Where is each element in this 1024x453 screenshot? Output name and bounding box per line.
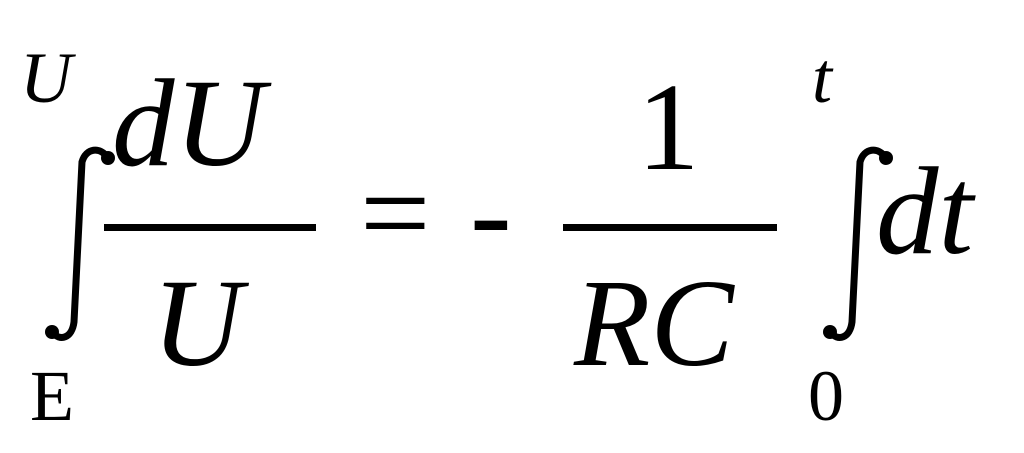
- lhs-denominator: U: [152, 255, 243, 393]
- rhs-integrand: dt: [876, 143, 974, 281]
- rhs-integral-upper-limit: t: [812, 38, 833, 118]
- rhs-fraction-bar: [563, 224, 777, 231]
- rhs-integral-sign: [823, 146, 893, 341]
- minus-sign: -: [470, 145, 512, 283]
- lhs-integral-upper-limit: U: [20, 38, 72, 118]
- lhs-fraction-bar: [104, 224, 316, 231]
- lhs-integral-lower-limit: E: [30, 356, 74, 436]
- rhs-integral-lower-limit: 0: [808, 356, 844, 436]
- rhs-numerator: 1: [637, 59, 700, 197]
- equals-sign: =: [360, 145, 431, 283]
- lhs-integral-sign: [45, 146, 115, 341]
- lhs-numerator: dU: [112, 55, 265, 193]
- rhs-denominator: RC: [574, 255, 734, 393]
